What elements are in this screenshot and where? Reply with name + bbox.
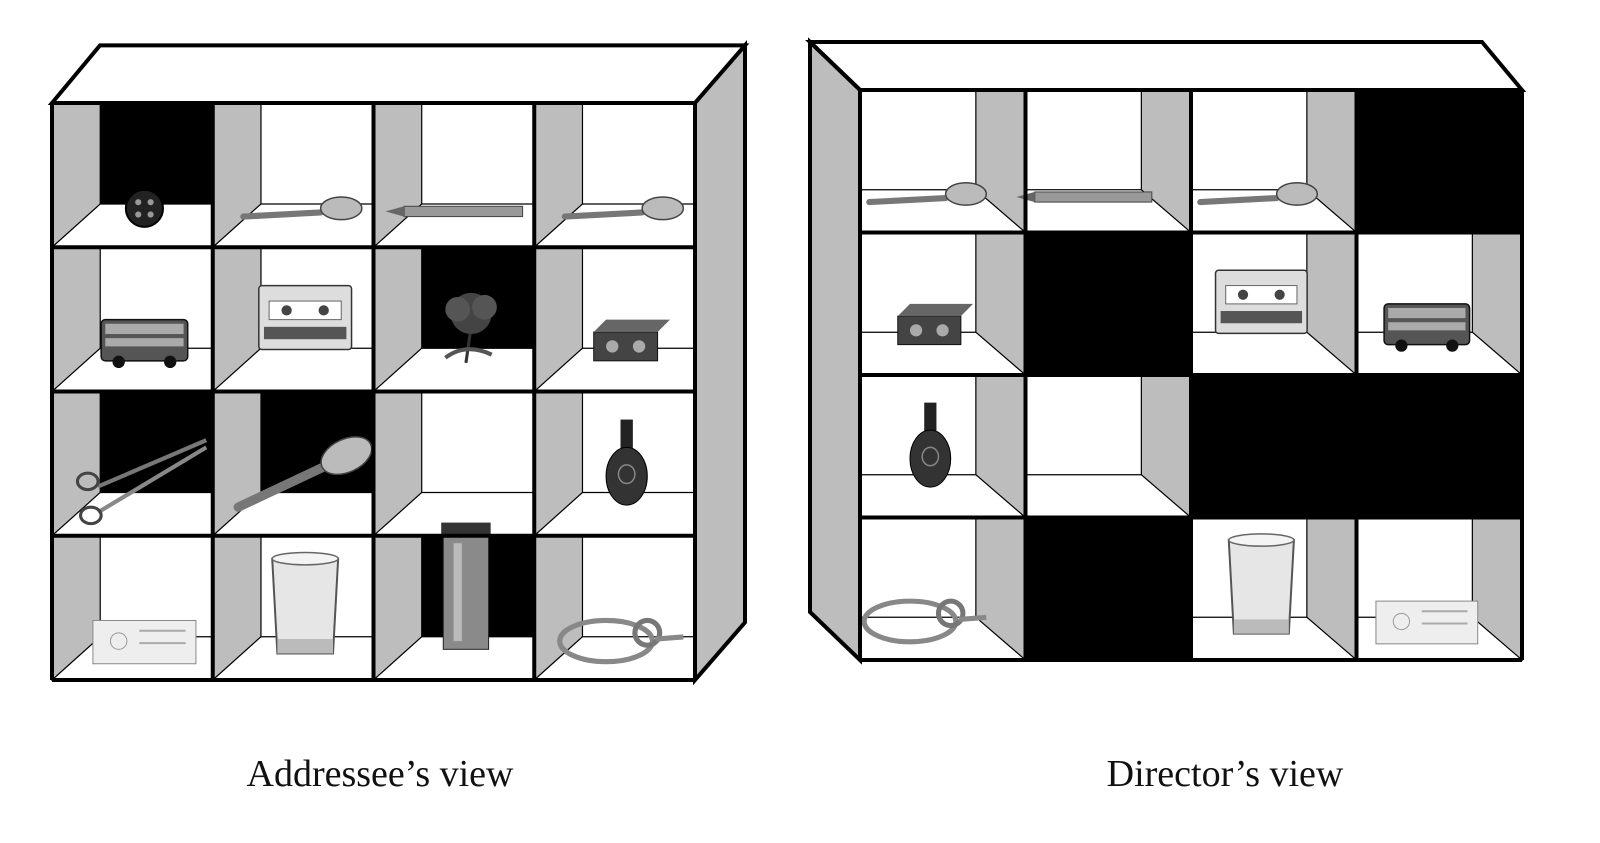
shelf-cell — [51, 102, 213, 249]
shelf-cell — [533, 535, 695, 682]
shelf-cell — [1356, 231, 1523, 377]
scissors-icon — [75, 438, 208, 526]
shelf-cell — [1356, 374, 1523, 519]
occluder-block — [1025, 517, 1191, 660]
shelf-side-panel — [808, 37, 862, 665]
shelf-cell — [1356, 516, 1523, 662]
large-spoon-icon — [233, 436, 373, 512]
occluder-block — [1025, 232, 1191, 375]
shelf-cell — [1356, 89, 1523, 234]
shelf-cell — [51, 246, 213, 393]
shelf-cell — [372, 522, 535, 682]
shelf-cell — [860, 516, 1027, 662]
nail-polish-icon — [605, 419, 648, 506]
shelf-cell — [1191, 89, 1358, 234]
cassette-icon — [258, 284, 353, 351]
shelf-cell — [1016, 89, 1192, 234]
addressee-caption: Addressee’s view — [246, 753, 514, 795]
cassette-icon — [1214, 269, 1308, 335]
shelf-cell — [372, 102, 535, 249]
glass-icon — [271, 551, 340, 655]
shelf-cell — [1025, 231, 1192, 377]
occluder-block — [1356, 375, 1522, 518]
bus-icon — [100, 318, 189, 369]
shelf-cell — [533, 390, 695, 538]
glass-icon — [1227, 533, 1295, 635]
canister-icon — [441, 522, 491, 650]
bus-icon — [1383, 303, 1471, 352]
director-caption: Director’s view — [1106, 753, 1344, 795]
shelf-side-panel — [693, 40, 747, 686]
shelf-cell — [860, 374, 1027, 519]
shelf-cell — [212, 102, 374, 249]
occluder-back — [100, 103, 213, 204]
shelf-cell — [1191, 374, 1358, 519]
rope-icon — [557, 617, 684, 665]
shelf-cell — [212, 246, 374, 393]
shelf-cell — [860, 89, 1027, 234]
shelf-cell — [372, 390, 535, 538]
director-shelf — [805, 37, 1527, 665]
shelf-cell — [1191, 516, 1358, 662]
shelf-cell — [1025, 516, 1192, 662]
shelf-cell — [860, 231, 1027, 377]
spoon-icon — [561, 196, 685, 221]
shelf-cell — [51, 535, 213, 682]
sharpener-icon — [897, 303, 974, 346]
occluder-block — [1191, 375, 1357, 518]
spoon-icon — [1197, 182, 1319, 206]
spoon-icon — [240, 196, 363, 221]
shelf-cell — [1191, 231, 1358, 377]
pencil-icon — [1016, 191, 1153, 203]
flower-icon — [444, 292, 497, 364]
button-icon — [124, 188, 164, 228]
rope-icon — [861, 598, 987, 645]
shelf-cell — [212, 535, 374, 682]
shelf-cell — [212, 390, 374, 538]
shelf-cell — [372, 246, 535, 393]
addressee-shelf — [47, 40, 750, 686]
shelf-cell — [1025, 374, 1192, 519]
sharpener-icon — [593, 319, 670, 362]
occluder-block — [1356, 90, 1522, 233]
nail-polish-icon — [909, 402, 952, 488]
pencil-icon — [385, 205, 524, 218]
shelf-cell — [51, 390, 213, 538]
spoon-icon — [866, 182, 988, 206]
shelf-cell — [533, 246, 695, 393]
card-icon — [92, 619, 197, 665]
shelf-cell — [533, 102, 695, 249]
card-icon — [1375, 600, 1479, 645]
